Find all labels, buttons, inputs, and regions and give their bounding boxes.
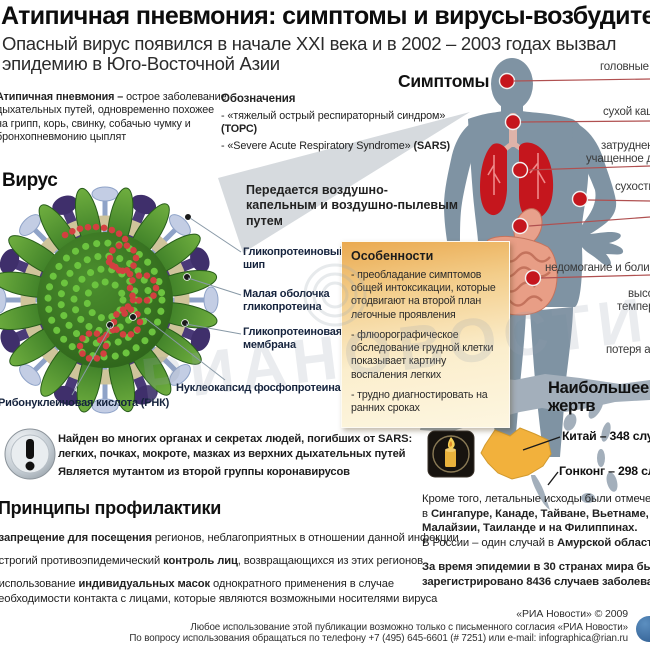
victims-heading-1: Наибольшее число — [548, 379, 650, 397]
prevention-item-2: - строгий противоэпидемический контроль … — [0, 554, 423, 569]
definition-text: Атипичная пневмония – острое заболевание… — [0, 91, 228, 145]
designation-item-1: - «тяжелый острый респираторный синдром» — [221, 110, 446, 122]
victims-china: Китай – 348 случаев — [562, 429, 650, 443]
prevention-item-1-rest: регионов, неблагоприятных в отношении да… — [151, 532, 459, 544]
definition-rest: острое заболевание дыхательных путей, од… — [0, 91, 227, 144]
features-item-2: - флюорографическое обследование грудной… — [351, 328, 494, 381]
map-china — [480, 427, 552, 480]
prevention-item-3: - использование индивидуальных масок одн… — [0, 577, 444, 606]
symptom-fever-1: высокая — [628, 288, 650, 300]
victims-russia-pre: В России – один случай в — [422, 537, 557, 549]
prevention-item-3-bold: индивидуальных масок — [78, 578, 211, 590]
virus-core — [37, 232, 173, 368]
candle-icon — [427, 430, 475, 478]
features-box: Особенности - преобладание симптомов общ… — [341, 241, 510, 428]
lung-detail — [487, 153, 546, 199]
features-heading: Особенности — [351, 249, 434, 263]
victims-more-countries: Сингапуре, Канаде, Тайване, Вьетнаме, Ма… — [422, 507, 649, 535]
subtitle-line2: эпидемию в Юго-Восточной Азии — [2, 53, 280, 74]
victims-russia: В России – один случай в Амурской област… — [422, 536, 650, 551]
beam-shape — [218, 112, 470, 253]
virus-envelope-ring — [20, 215, 190, 385]
virus-label-rna: Рибонуклеиновая кислота (РНК) — [0, 397, 170, 409]
virus-rna — [61, 223, 160, 363]
symptom-breathing-2: учащенное дыхание — [586, 153, 650, 165]
copyright: «РИА Новости» © 2009 — [516, 608, 628, 620]
symptom-appetite: потеря аппетита — [606, 344, 650, 356]
virus-label-spike: Гликопротеиновый шип — [243, 246, 346, 271]
intestines-detail — [483, 251, 551, 307]
symptom-dots — [498, 72, 589, 287]
prevention-item-1: - запрещение для посещения регионов, неб… — [0, 531, 459, 546]
victims-hongkong: Гонконг – 298 случаев — [559, 464, 650, 478]
prevention-item-2-rest: , возвращающихся из этих регионов — [237, 555, 423, 567]
designation-item-2-abbr: (SARS) — [413, 140, 451, 152]
virus-heading: Вирус — [2, 170, 58, 191]
prevention-item-2-bold: контроль лиц — [163, 555, 238, 567]
features-item-1: - преобладание симптомов общей интоксика… — [351, 269, 496, 321]
found-line-2: легких, почках, мокроте, мазках из верхн… — [58, 448, 406, 460]
symptom-lines — [513, 78, 650, 279]
symptom-dryness: сухость — [615, 181, 650, 193]
prevention-item-1-bold: запрещение для посещения — [0, 532, 152, 544]
footer-line-2: По вопросу использования обращаться по т… — [129, 633, 628, 644]
virus-body — [0, 186, 219, 414]
prevention-item-2-pre: - строгий противоэпидемический — [0, 555, 164, 567]
lung-left — [519, 142, 554, 220]
symptoms-heading: Симптомы — [398, 71, 490, 91]
designation-item-2-text: - «Severe Acute Respiratory Syndrome» — [221, 140, 411, 152]
designation-item-2: - «Severe Acute Respiratory Syndrome» (S… — [221, 140, 450, 153]
prevention-item-3-pre: - использование — [0, 578, 79, 590]
victims-more-intro: Кроме того, летальные исходы были отмече… — [422, 493, 650, 520]
designation-item-1-abbr: (ТОРС) — [221, 123, 258, 135]
virus-label-lines — [71, 217, 242, 396]
virus-illustration — [0, 186, 219, 414]
symptom-dry-cough: сухой кашель — [603, 106, 650, 118]
agency-logo — [636, 616, 650, 642]
victims-heading-2: жертв — [548, 397, 596, 415]
map-label-lines — [522, 436, 561, 486]
virus-label-envelope: Малая оболочка гликопротеина — [243, 288, 330, 313]
symptom-headache: головные боли — [600, 61, 650, 73]
prevention-item-3-rest: однократного применения в случае необход… — [0, 578, 438, 605]
victims-total: За время эпидемии в 30 странах мира было… — [422, 561, 650, 588]
footer-line-1: Любое использование этой публикации возм… — [190, 622, 628, 633]
subtitle-line1: Опасный вирус появился в начале XXI века… — [2, 33, 617, 54]
features-item-3: - трудно диагностировать на ранних срока… — [351, 388, 488, 415]
symptom-fever-2: температура — [617, 301, 650, 313]
definition-lead: Атипичная пневмония – — [0, 91, 124, 103]
victims-russia-bold: Амурской области — [556, 537, 650, 549]
victims-more: Кроме того, летальные исходы были отмече… — [422, 492, 650, 536]
page-title: Атипичная пневмония: симптомы и вирусы-в… — [1, 2, 650, 30]
found-line-1: Найден во многих органах и секретах люде… — [58, 433, 413, 445]
symptom-breathing-1: затрудненное, — [601, 140, 650, 152]
designations-heading: Обозначения — [221, 93, 296, 105]
symptom-malaise: недомогание и боли в мышцах — [545, 262, 650, 274]
warning-icon — [4, 428, 56, 480]
transmission-text: Передается воздушно-капельным и воздушно… — [246, 183, 459, 228]
virus-label-nucleocapsid: Нуклеокапсид фосфопротеина — [176, 382, 341, 394]
found-line-3: Является мутантом из второй группы корон… — [58, 466, 350, 478]
prevention-heading: Принципы профилактики — [0, 498, 222, 518]
virus-label-membrane: Гликопротеиновая мембрана — [243, 326, 342, 351]
